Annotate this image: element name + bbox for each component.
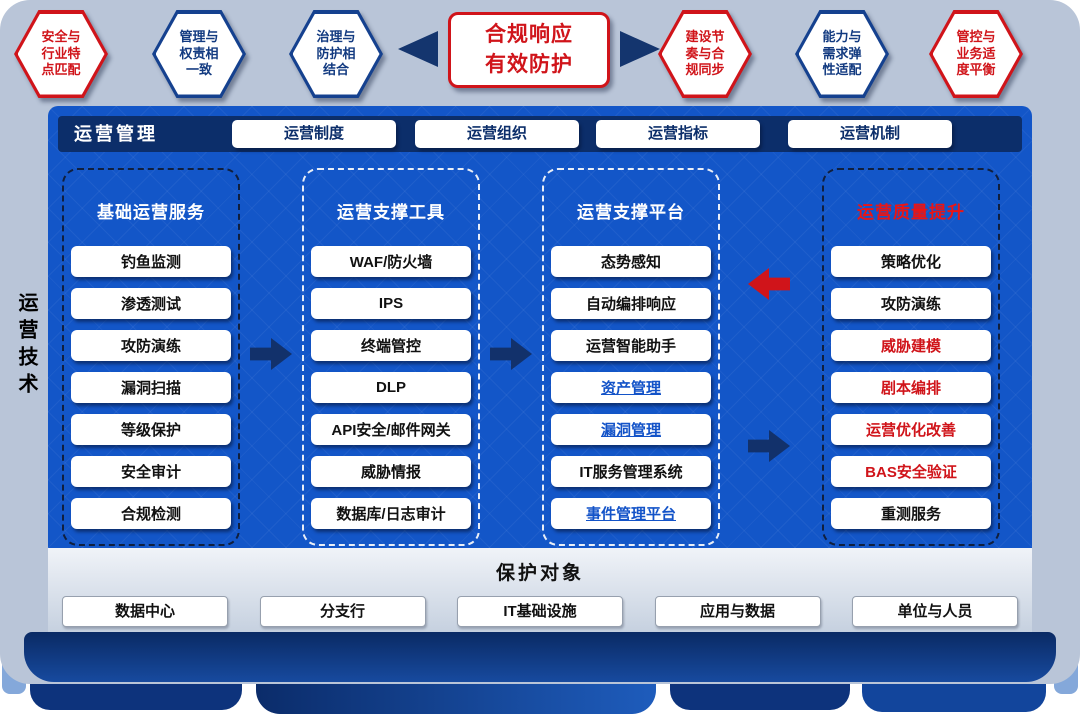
column-items: 钓鱼监测 渗透测试 攻防演练 漏洞扫描 等级保护 安全审计 合规检测 xyxy=(71,246,231,529)
hexagon-principle-5: 能力与需求弹性适配 xyxy=(795,10,889,98)
column-items: 策略优化 攻防演练 威胁建模 剧本编排 运营优化改善 BAS安全验证 重测服务 xyxy=(831,246,991,529)
service-item: 漏洞扫描 xyxy=(71,372,231,403)
tool-item: 威胁情报 xyxy=(311,456,471,487)
tool-item: 终端管控 xyxy=(311,330,471,361)
service-item: 钓鱼监测 xyxy=(71,246,231,277)
column-ops-quality-improvement: 运营质量提升 策略优化 攻防演练 威胁建模 剧本编排 运营优化改善 BAS安全验… xyxy=(822,168,1000,546)
protection-item-it-infrastructure: IT基础设施 xyxy=(457,596,623,627)
mgmt-item-ops-system: 运营制度 xyxy=(232,120,396,148)
quality-item: 运营优化改善 xyxy=(831,414,991,445)
service-item: 合规检测 xyxy=(71,498,231,529)
platform-item: 态势感知 xyxy=(551,246,711,277)
column-title: 运营质量提升 xyxy=(857,203,965,222)
tool-item: WAF/防火墙 xyxy=(311,246,471,277)
flow-arrow-right-icon xyxy=(490,338,532,370)
hexagon-label: 管理与权责相一致 xyxy=(179,28,219,78)
platform-item: 事件管理平台 xyxy=(551,498,711,529)
flow-arrow-right-icon xyxy=(748,430,790,462)
hexagon-label: 安全与行业特点匹配 xyxy=(41,28,81,78)
service-item: 等级保护 xyxy=(71,414,231,445)
arrow-left-icon xyxy=(398,31,438,67)
column-ops-support-platform: 运营支撑平台 态势感知 自动编排响应 运营智能助手 资产管理 漏洞管理 IT服务… xyxy=(542,168,720,546)
protection-item-branches: 分支行 xyxy=(259,596,426,627)
service-item: 安全审计 xyxy=(71,456,231,487)
ops-technology-side-label: 运营技术 xyxy=(15,292,37,400)
mgmt-item-ops-mechanism: 运营机制 xyxy=(788,120,952,148)
center-goal-box: 合规响应 有效防护 xyxy=(448,12,610,88)
column-items: WAF/防火墙 IPS 终端管控 DLP API安全/邮件网关 威胁情报 数据库… xyxy=(311,246,471,529)
tool-item: IPS xyxy=(311,288,471,319)
diagram-frame: 安全与行业特点匹配 管理与权责相一致 治理与防护相结合 合规响应 有效防护 建设… xyxy=(0,0,1080,684)
protection-item-units-and-people: 单位与人员 xyxy=(852,596,1018,627)
tool-item: DLP xyxy=(311,372,471,403)
service-item: 攻防演练 xyxy=(71,330,231,361)
quality-item: 策略优化 xyxy=(831,246,991,277)
quality-item: 威胁建模 xyxy=(831,330,991,361)
center-goal-line2: 有效防护 xyxy=(485,53,573,76)
platform-item: 漏洞管理 xyxy=(551,414,711,445)
flow-arrow-right-icon xyxy=(250,338,292,370)
hexagon-label: 能力与需求弹性适配 xyxy=(822,28,862,78)
hexagon-principle-3: 治理与防护相结合 xyxy=(289,10,383,98)
quality-item: 剧本编排 xyxy=(831,372,991,403)
ops-management-label: 运营管理 xyxy=(74,124,158,144)
platform-item: 自动编排响应 xyxy=(551,288,711,319)
protection-items: 数据中心 分支行 IT基础设施 应用与数据 单位与人员 xyxy=(62,596,1018,627)
protection-item-apps-and-data: 应用与数据 xyxy=(654,596,821,627)
ops-technology-panel: 运营管理 运营制度 运营组织 运营指标 运营机制 基础运营服务 钓鱼监测 渗透测… xyxy=(48,106,1032,548)
hexagon-label: 治理与防护相结合 xyxy=(316,28,356,78)
platform-item: IT服务管理系统 xyxy=(551,456,711,487)
arrow-right-icon xyxy=(620,31,660,67)
hexagon-principle-4: 建设节奏与合规同步 xyxy=(658,10,752,98)
protection-item-data-center: 数据中心 xyxy=(62,596,228,627)
protection-title: 保护对象 xyxy=(495,563,584,584)
protection-band: 保护对象 数据中心 分支行 IT基础设施 应用与数据 单位与人员 xyxy=(48,548,1032,634)
ops-management-strip: 运营管理 运营制度 运营组织 运营指标 运营机制 xyxy=(58,116,1022,152)
center-goal-line1: 合规响应 xyxy=(485,22,573,46)
bottom-navy-bar xyxy=(24,632,1056,682)
tool-item: 数据库/日志审计 xyxy=(311,498,471,529)
platform-item: 资产管理 xyxy=(551,372,711,403)
hexagon-principle-1: 安全与行业特点匹配 xyxy=(14,10,108,98)
quality-item: BAS安全验证 xyxy=(831,456,991,487)
hexagon-label: 建设节奏与合规同步 xyxy=(685,28,725,78)
flow-arrow-left-red-icon xyxy=(748,268,790,300)
column-title: 运营支撑工具 xyxy=(337,203,445,222)
hexagon-label: 管控与业务适度平衡 xyxy=(956,28,996,78)
mgmt-item-ops-organization: 运营组织 xyxy=(415,120,579,148)
platform-item: 运营智能助手 xyxy=(551,330,711,361)
mgmt-item-ops-metrics: 运营指标 xyxy=(596,120,760,148)
column-title: 运营支撑平台 xyxy=(577,203,685,222)
tool-item: API安全/邮件网关 xyxy=(311,414,471,445)
quality-item: 攻防演练 xyxy=(831,288,991,319)
column-ops-support-tools: 运营支撑工具 WAF/防火墙 IPS 终端管控 DLP API安全/邮件网关 威… xyxy=(302,168,480,546)
hexagon-principle-2: 管理与权责相一致 xyxy=(152,10,246,98)
hexagon-principle-6: 管控与业务适度平衡 xyxy=(929,10,1023,98)
quality-item: 重测服务 xyxy=(831,498,991,529)
column-items: 态势感知 自动编排响应 运营智能助手 资产管理 漏洞管理 IT服务管理系统 事件… xyxy=(551,246,711,529)
column-title: 基础运营服务 xyxy=(97,203,205,222)
service-item: 渗透测试 xyxy=(71,288,231,319)
column-basic-ops-services: 基础运营服务 钓鱼监测 渗透测试 攻防演练 漏洞扫描 等级保护 安全审计 合规检… xyxy=(62,168,240,546)
